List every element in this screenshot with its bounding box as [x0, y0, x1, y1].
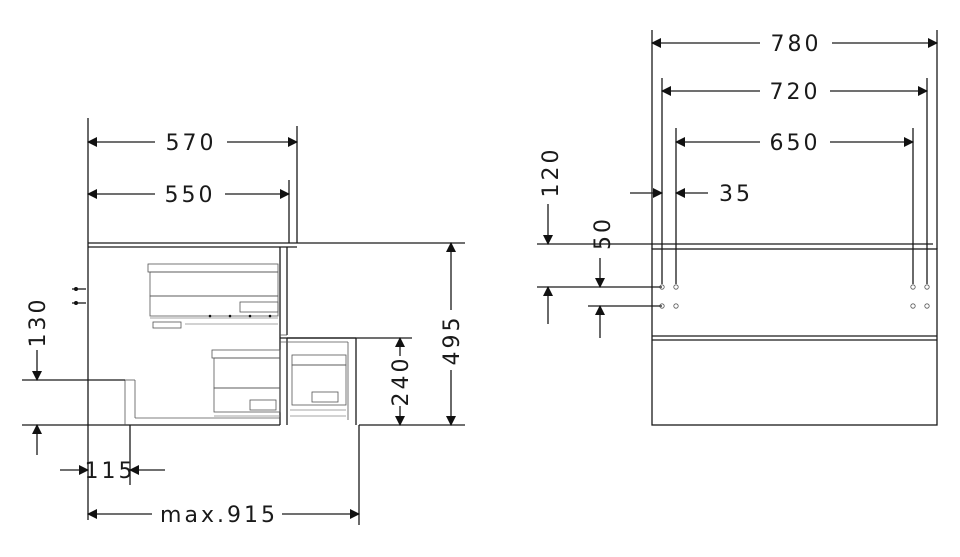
- lower-drawer-open: [211, 337, 357, 425]
- dimension-495: 495: [297, 242, 465, 426]
- dim-max915-label: max.915: [160, 503, 278, 528]
- dimension-max915: max.915: [87, 425, 360, 528]
- dim-570-label: 570: [166, 131, 217, 156]
- dim-130-label: 130: [26, 297, 51, 348]
- dim-720-label: 720: [770, 80, 821, 105]
- dim-550-label: 550: [165, 183, 216, 208]
- wall-bracket-icon: [72, 287, 86, 305]
- dim-780-label: 780: [771, 32, 822, 57]
- dimension-720: 720: [661, 78, 928, 284]
- side-view: 570 550 130 115 ma: [22, 118, 465, 528]
- dim-35-label: 35: [719, 182, 753, 207]
- dimension-240: 240: [287, 337, 414, 426]
- dimension-35: 35: [630, 182, 753, 207]
- mounting-holes: [659, 284, 930, 309]
- cabinet-side-outline: [87, 242, 297, 426]
- front-view: 780 720 650 35 120: [537, 30, 938, 426]
- dim-50-label: 50: [591, 216, 616, 250]
- dimension-50: 50: [588, 216, 662, 338]
- dimension-780: 780: [651, 30, 938, 249]
- dim-240-label: 240: [389, 356, 414, 407]
- upper-drawer: [147, 263, 279, 329]
- dim-120-label: 120: [539, 147, 564, 198]
- dimension-570: 570: [87, 118, 298, 243]
- siphon-outline: [124, 379, 280, 425]
- dim-650-label: 650: [770, 131, 821, 156]
- dimension-130: 130: [22, 297, 125, 455]
- dim-495-label: 495: [440, 315, 465, 366]
- dimension-115: 115: [60, 425, 165, 520]
- dimension-550: 550: [87, 180, 290, 243]
- cabinet-front-outline: [651, 243, 938, 426]
- dim-115-label: 115: [85, 459, 136, 484]
- dimension-650: 650: [675, 128, 914, 284]
